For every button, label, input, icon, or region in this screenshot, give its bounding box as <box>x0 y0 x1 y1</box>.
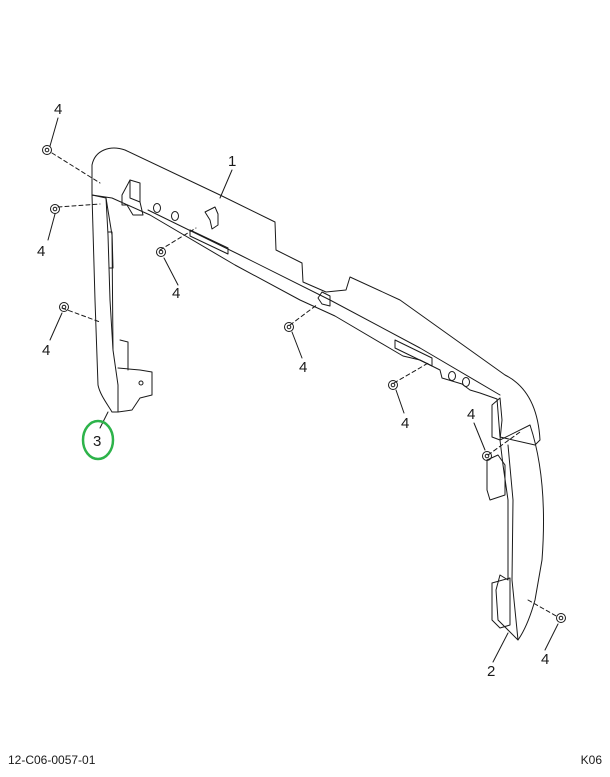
left-panel-outline <box>91 194 119 413</box>
main-panel-outline <box>91 147 541 446</box>
fastener-nut <box>556 613 566 623</box>
fastener-nut <box>284 322 294 332</box>
callout-label: 4 <box>401 415 409 432</box>
right-panel-outline <box>495 424 545 641</box>
right-upper-bracket-face <box>491 397 503 441</box>
right-upper-bracket <box>486 454 506 501</box>
panel-clip <box>204 206 219 230</box>
fastener-nut <box>156 247 166 257</box>
left-tab-top <box>107 231 114 269</box>
right-panel-inner <box>507 444 519 641</box>
drawing-number: 12-C06-0057-01 <box>8 753 96 767</box>
main-panel-edge <box>147 209 501 396</box>
fastener-nut <box>42 145 52 155</box>
mid-bracket-2 <box>317 291 331 307</box>
mid-bracket-3 <box>394 339 433 367</box>
fastener-nut <box>59 302 69 312</box>
callout-label: 4 <box>299 359 307 376</box>
drawing-code: K06 <box>580 753 602 767</box>
upper-left-bracket-face <box>129 179 141 203</box>
callout-label: 4 <box>541 651 549 668</box>
upper-left-bracket <box>121 179 144 216</box>
callout-label: 2 <box>487 663 495 680</box>
fastener-nut <box>388 380 398 390</box>
callout-label: 4 <box>42 342 50 359</box>
mid-bracket-1 <box>189 229 229 255</box>
callout-label: 4 <box>172 285 180 302</box>
fastener-nut <box>482 451 492 461</box>
fastener-nut <box>50 204 60 214</box>
highlight-circle <box>81 419 115 461</box>
callout-label: 4 <box>37 243 45 260</box>
callout-label: 4 <box>467 406 475 423</box>
lower-left-bracket <box>117 367 153 413</box>
callout-label: 3 <box>93 433 101 450</box>
lower-left-bracket-face <box>119 339 129 371</box>
callout-label: 4 <box>54 101 62 118</box>
callout-label: 1 <box>228 153 236 170</box>
right-lower-bracket <box>491 577 511 629</box>
